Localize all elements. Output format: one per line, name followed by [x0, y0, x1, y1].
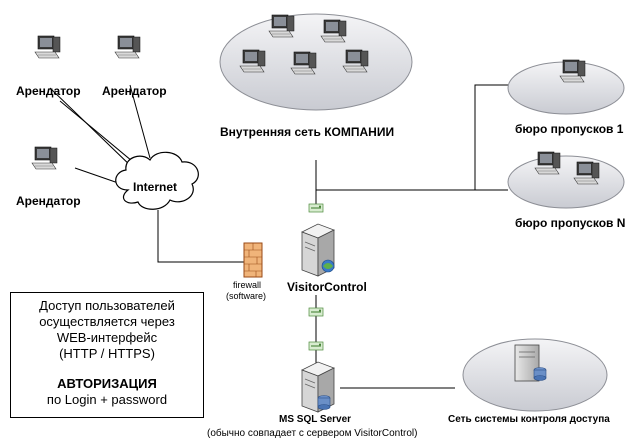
internet-cloud — [115, 151, 199, 210]
pass-office-1-label: бюро пропусков 1 — [515, 122, 624, 136]
info-line: осуществляется через — [39, 314, 175, 329]
company-network-disc — [219, 13, 413, 111]
visitorcontrol-server-icon — [301, 223, 335, 277]
info-line: (HTTP / HTTPS) — [59, 346, 155, 361]
firewall-icon — [243, 242, 263, 278]
tenant-pc-1 — [34, 35, 61, 59]
info-line: WEB-интерфейс — [56, 330, 158, 345]
info-line: Доступ пользователей — [39, 298, 175, 313]
pass-office-n-label: бюро пропусков N — [515, 216, 626, 230]
ms-sql-server-icon — [301, 361, 335, 413]
tenant-pc-2 — [114, 35, 141, 59]
nic-icon — [308, 203, 324, 213]
pass-office-n-disc — [507, 151, 625, 209]
pass-office-1-disc — [507, 59, 625, 115]
tenant-label: Арендатор — [16, 84, 81, 98]
access-control-disc — [462, 338, 608, 412]
info-title: АВТОРИЗАЦИЯ — [57, 376, 157, 391]
company-network-label: Внутренняя сеть КОМПАНИИ — [220, 125, 395, 139]
firewall-label: firewall — [233, 280, 262, 290]
internet-label: Internet — [133, 180, 178, 194]
info-line: по Login + password — [46, 392, 168, 407]
connection-lines — [49, 84, 508, 389]
ms-sql-label: MS SQL Server — [279, 414, 352, 425]
tenant-label: Арендатор — [102, 84, 167, 98]
ms-sql-sublabel: (обычно совпадает с сервером VisitorCont… — [207, 428, 418, 439]
info-box: Доступ пользователей осуществляется чере… — [10, 292, 204, 418]
firewall-sublabel: (software) — [226, 291, 267, 301]
nic-icon — [308, 307, 324, 317]
visitorcontrol-label: VisitorControl — [287, 280, 367, 294]
tenant-label: Арендатор — [16, 194, 81, 208]
nic-icon — [308, 341, 324, 351]
access-network-label: Сеть системы контроля доступа — [448, 414, 610, 425]
tenant-pc-3 — [31, 146, 58, 170]
